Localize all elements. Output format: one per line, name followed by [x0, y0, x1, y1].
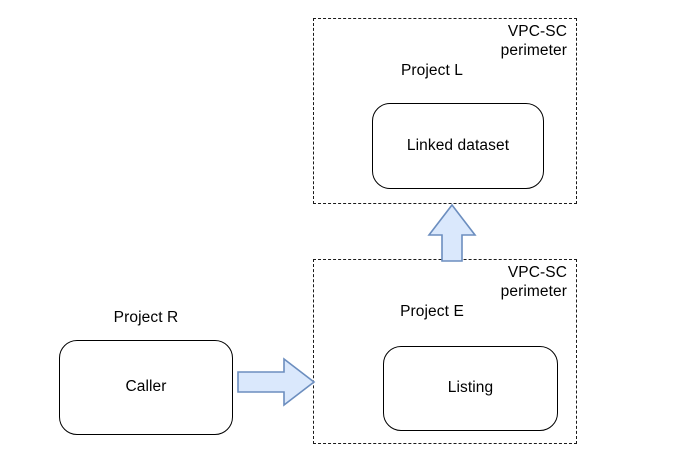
vpc-sc-label-line2-e: perimeter	[500, 283, 567, 300]
vpc-sc-label-line2: perimeter	[500, 42, 567, 59]
node-caller-label: Caller	[125, 378, 167, 396]
node-linked-dataset[interactable]: Linked dataset	[372, 103, 544, 189]
vpc-sc-label-line1: VPC-SC	[507, 23, 567, 40]
arrow-up-icon	[427, 203, 477, 262]
node-listing-label: Listing	[447, 379, 494, 397]
vpc-sc-perimeter-label-e: VPC-SC perimeter	[377, 263, 567, 301]
node-listing[interactable]: Listing	[383, 346, 558, 431]
arrow-up-shape	[427, 203, 477, 262]
arrow-right-icon	[237, 357, 316, 407]
project-e-label: Project E	[400, 303, 464, 320]
vpc-sc-perimeter-label-l: VPC-SC perimeter	[377, 22, 567, 60]
vpc-sc-label-line1-e: VPC-SC	[507, 264, 567, 281]
node-linked-dataset-label: Linked dataset	[406, 136, 510, 154]
project-l-label: Project L	[400, 62, 464, 79]
project-r-label: Project R	[113, 309, 179, 326]
vpc-sc-perimeter-project-l	[313, 18, 577, 204]
arrow-right-shape	[237, 357, 316, 407]
node-caller[interactable]: Caller	[59, 340, 233, 435]
